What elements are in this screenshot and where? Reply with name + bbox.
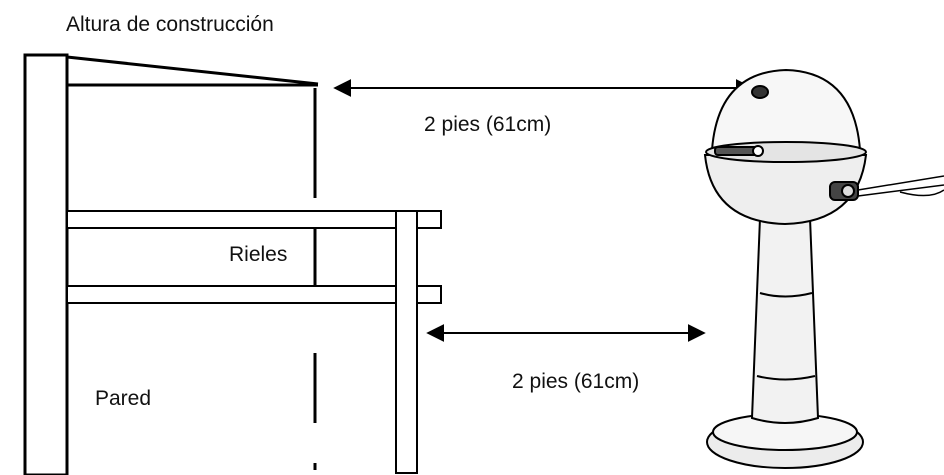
side-distance-label: 2 pies (61cm) [512,370,640,393]
grill-lid [710,68,862,151]
wall-post [23,53,69,475]
roof-top-line [66,55,319,86]
construction-height-label: Altura de construcción [66,13,274,36]
top-distance-label: 2 pies (61cm) [424,113,552,136]
rails-label: Rieles [229,243,288,266]
grill-bowl [703,154,868,226]
power-cord [857,175,944,197]
rail-post [395,210,418,474]
grill-illustration [703,68,944,469]
lid-vent [751,85,769,99]
grill-pedestal [750,217,820,424]
rail-lower [66,285,442,304]
wall-label: Pared [95,387,152,410]
rail-upper [66,210,442,229]
